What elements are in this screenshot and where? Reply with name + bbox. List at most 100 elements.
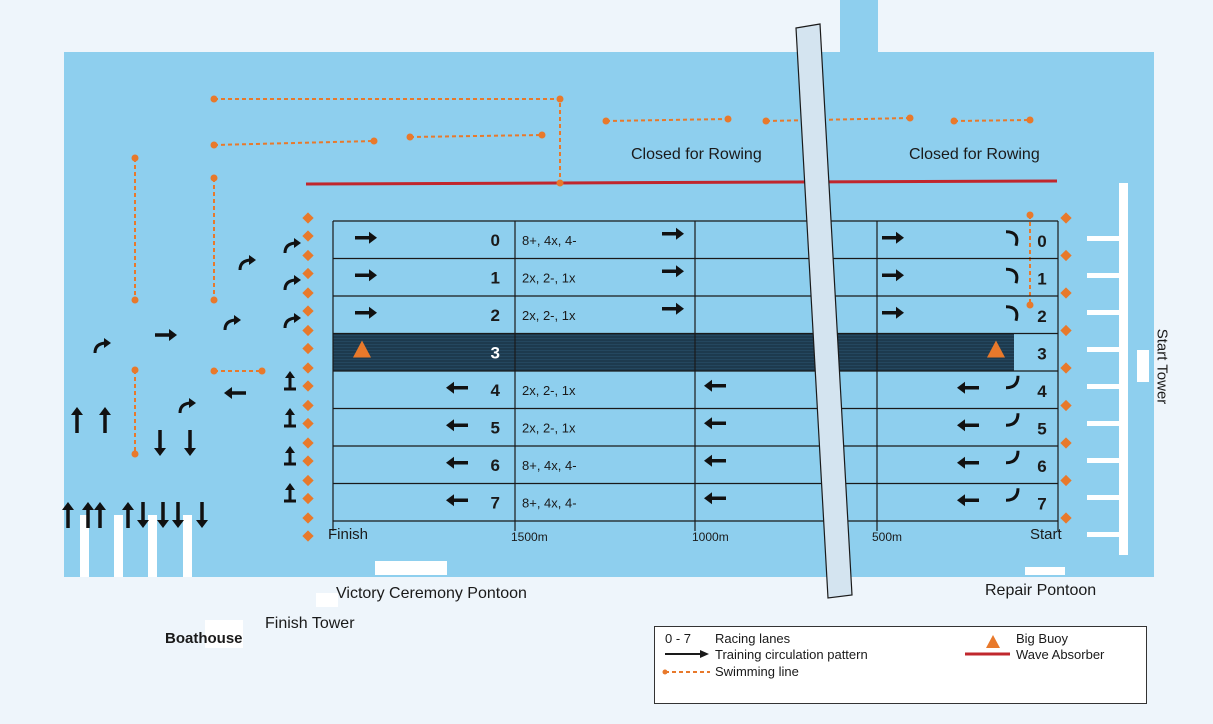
map-legend: 0 - 7 Racing lanes Training circulation … [654,626,1147,704]
training-arrow-head [369,231,377,244]
lane-number-finish: 1 [491,268,500,287]
repair-pontoon [1025,567,1065,575]
mark-1000m: 1000m [692,530,729,544]
swim-buoy-dot-0-0 [210,95,218,103]
swim-buoy-dot-5-1 [1026,116,1034,124]
swim-buoy-dot-9-0 [210,367,218,375]
legend-symbols [662,635,1010,675]
swimming-line-5 [953,119,1031,122]
circulation-arrow-h-head [224,387,232,399]
big-buoy-icon-finish [353,340,371,358]
turn-arrow-start [1005,488,1020,502]
lane-number-start: 0 [1037,232,1046,251]
lane-marker-diamond [302,474,314,487]
circulation-arrow-9-head [157,520,169,528]
lane-boat-classes: 2x, 2-, 1x [522,308,576,323]
start-pontoon-finger [1087,310,1119,315]
lane-marker-diamond [1060,212,1072,224]
lane-marker-diamond [302,249,314,262]
circulation-arrow-8-head [137,520,149,528]
curve-arrow-head-5 [234,315,241,325]
legend-swimming: Swimming line [715,664,799,679]
lane-marker-diamond [302,287,314,299]
boathouse-label: Boathouse [165,630,243,647]
start-tower [1137,350,1149,382]
swim-buoy-dot-0-2 [556,179,564,187]
lane-number-finish: 7 [491,493,500,512]
swim-buoy-dot-1-0 [210,141,218,149]
big-buoy-icon-start [987,340,1005,358]
closed-area-label-1: Closed for Rowing [631,146,762,163]
finish-tower [316,593,338,607]
lane-number-start: 3 [1037,344,1046,363]
lane-boat-classes: 8+, 4x, 4- [522,495,577,510]
training-arrow-head [676,302,684,315]
lane-number-finish: 3 [491,343,500,362]
training-arrow-head [896,269,904,282]
circulation-arrow-h-head [169,329,177,341]
start-pontoon-finger [1087,495,1119,500]
turn-arrow-start [1005,230,1019,247]
lane-marker-diamond [1060,512,1072,524]
lane-number-start: 2 [1037,307,1046,326]
swim-buoy-dot-9-1 [258,367,266,375]
training-arrow-head [446,456,454,469]
finish-tower-label: Finish Tower [265,615,355,632]
training-arrow-head [676,265,684,278]
legend-racing-lanes: Racing lanes [715,631,791,646]
mark-1500m: 1500m [511,530,548,544]
t-arrow-head-0 [285,371,295,378]
t-arrow-head-3 [285,483,295,490]
turn-arrow-start [1005,267,1019,284]
lane-marker-diamond [302,492,314,505]
closed-area-label-2: Closed for Rowing [909,146,1040,163]
swim-buoy-dot-6-0 [131,154,139,162]
training-arrow-head [369,306,377,319]
start-pontoon-finger [1087,347,1119,352]
circulation-arrow-4-head [62,502,74,510]
lane-number-finish: 6 [491,456,500,475]
curve-arrow-head-1 [294,275,301,285]
swim-buoy-dot-3-1 [724,115,732,123]
circulation-arrow-3-head [184,448,196,456]
lane-marker-diamond [302,530,314,542]
start-pontoon-finger [1087,236,1119,241]
lane-marker-diamond [302,267,314,280]
curve-arrow-head-6 [189,398,196,408]
circulation-arrow-10-head [172,520,184,528]
swim-buoy-dot-10-0 [1026,211,1034,219]
training-arrow-head [676,227,684,240]
swimming-line-4 [765,117,911,122]
lane-number-finish: 5 [491,418,500,437]
start-pontoon-finger [1087,458,1119,463]
training-arrow-head [896,306,904,319]
closed-lane-band [333,333,1014,371]
curve-arrow-head-2 [294,313,301,323]
swim-buoy-dot-7-0 [210,174,218,182]
lane-boat-classes: 8+, 4x, 4- [522,233,577,248]
curve-arrow-head-0 [294,238,301,248]
lane-marker-diamond [302,380,314,392]
training-arrow-head [957,419,965,432]
swimming-line-3 [605,118,729,122]
training-arrow-head [704,379,712,392]
training-arrow-head [446,419,454,432]
swimming-line-2 [409,134,543,138]
finish-label: Finish [328,526,369,543]
lane-marker-diamond [302,324,314,337]
lane-number-start: 1 [1037,269,1046,288]
t-arrow-head-2 [285,446,295,453]
training-arrow-head [704,492,712,505]
lane-number-finish: 0 [491,231,500,250]
victory-ceremony-pontoon [375,561,447,575]
training-arrow-head [446,494,454,507]
lane-marker-diamond [1060,287,1072,299]
turn-arrow-start [1005,375,1020,390]
swim-buoy-dot-10-1 [1026,301,1034,309]
swim-buoy-dot-0-1 [556,95,564,103]
training-arrow-head [369,269,377,282]
lane-marker-diamond [1060,474,1072,487]
training-arrow-head [896,231,904,244]
curve-arrow-head-3 [249,255,256,265]
